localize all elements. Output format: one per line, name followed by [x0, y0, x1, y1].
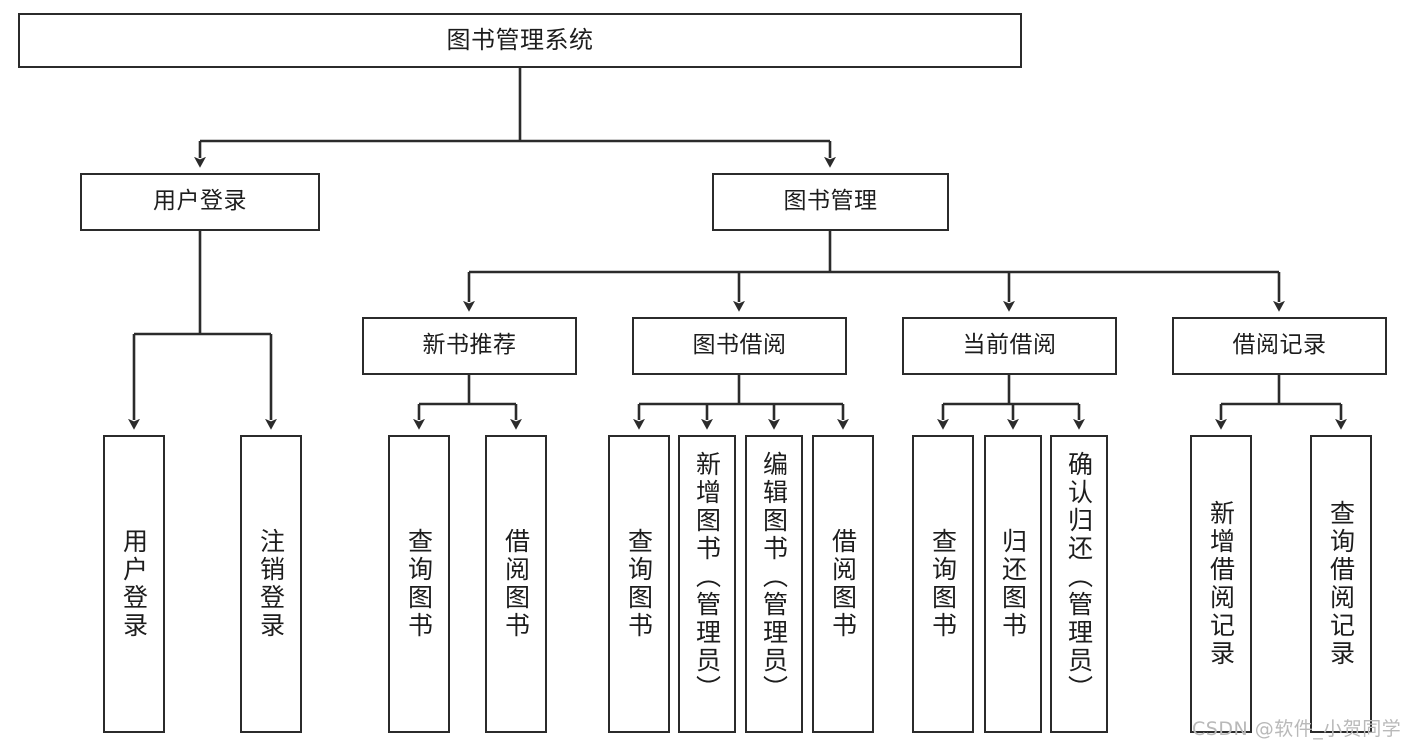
node-leaf-query-book-3[interactable]: 查询图书	[912, 435, 974, 733]
node-book-admin[interactable]: 图书管理	[712, 173, 949, 231]
node-book-borrow-label: 图书借阅	[692, 332, 787, 359]
node-leaf-query-book-3-label: 查询图书	[928, 528, 958, 640]
node-leaf-query-record-label: 查询借阅记录	[1326, 500, 1356, 668]
node-leaf-borrow-book-2-label: 借阅图书	[828, 528, 858, 640]
node-leaf-confirm-return[interactable]: 确认归还（管理员）	[1050, 435, 1108, 733]
node-leaf-add-record[interactable]: 新增借阅记录	[1190, 435, 1252, 733]
node-root-label: 图书管理系统	[446, 26, 594, 55]
node-leaf-borrow-book-1-label: 借阅图书	[501, 528, 531, 640]
csdn-watermark: CSDN @软件_小贺同学	[1192, 718, 1402, 740]
node-new-book-rec-label: 新书推荐	[422, 332, 517, 359]
node-leaf-borrow-book-1[interactable]: 借阅图书	[485, 435, 547, 733]
node-leaf-query-book-1[interactable]: 查询图书	[388, 435, 450, 733]
node-leaf-query-record[interactable]: 查询借阅记录	[1310, 435, 1372, 733]
node-current-borrow-label: 当前借阅	[962, 332, 1057, 359]
node-leaf-query-book-2[interactable]: 查询图书	[608, 435, 670, 733]
node-borrow-record[interactable]: 借阅记录	[1172, 317, 1387, 375]
node-leaf-query-book-1-label: 查询图书	[404, 528, 434, 640]
node-leaf-query-book-2-label: 查询图书	[624, 528, 654, 640]
node-book-borrow[interactable]: 图书借阅	[632, 317, 847, 375]
node-leaf-user-login-label: 用户登录	[119, 528, 149, 640]
node-leaf-user-login[interactable]: 用户登录	[103, 435, 165, 733]
node-book-admin-label: 图书管理	[783, 188, 878, 215]
node-leaf-borrow-book-2[interactable]: 借阅图书	[812, 435, 874, 733]
node-leaf-user-logout-label: 注销登录	[256, 528, 286, 640]
node-leaf-add-record-label: 新增借阅记录	[1206, 500, 1236, 668]
node-leaf-return-book-label: 归还图书	[998, 528, 1028, 640]
node-leaf-user-logout[interactable]: 注销登录	[240, 435, 302, 733]
node-leaf-edit-book-label: 编辑图书（管理员）	[759, 451, 789, 703]
node-user-login-label: 用户登录	[153, 188, 247, 215]
node-borrow-record-label: 借阅记录	[1232, 332, 1327, 359]
node-leaf-return-book[interactable]: 归还图书	[984, 435, 1042, 733]
node-root[interactable]: 图书管理系统	[18, 13, 1022, 68]
node-leaf-edit-book[interactable]: 编辑图书（管理员）	[745, 435, 803, 733]
node-user-login[interactable]: 用户登录	[80, 173, 320, 231]
node-leaf-add-book[interactable]: 新增图书（管理员）	[678, 435, 736, 733]
node-leaf-add-book-label: 新增图书（管理员）	[692, 451, 722, 703]
node-current-borrow[interactable]: 当前借阅	[902, 317, 1117, 375]
node-new-book-rec[interactable]: 新书推荐	[362, 317, 577, 375]
node-leaf-confirm-return-label: 确认归还（管理员）	[1064, 451, 1094, 703]
